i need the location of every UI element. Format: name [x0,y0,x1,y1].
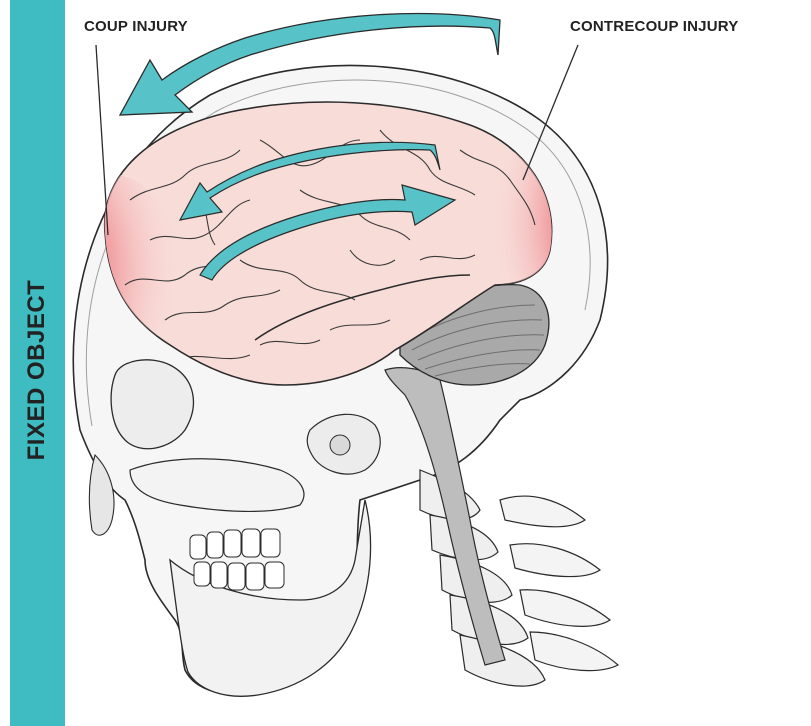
coup-leader-line [96,45,108,235]
